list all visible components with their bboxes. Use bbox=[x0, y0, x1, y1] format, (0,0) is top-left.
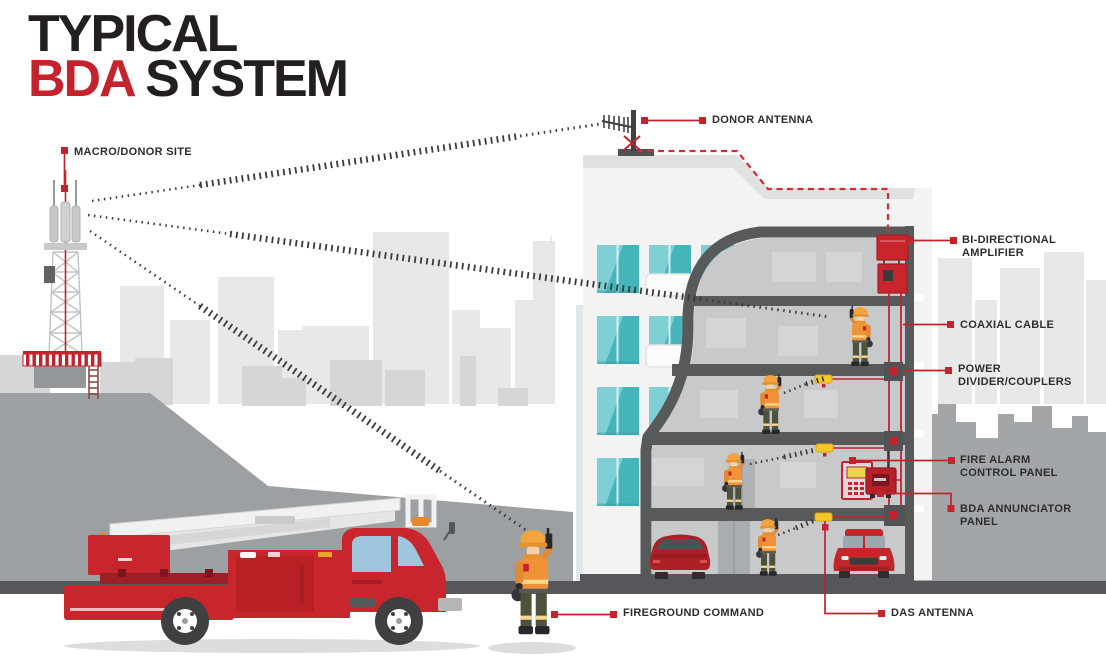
leader-donor-antenna bbox=[641, 117, 706, 124]
leader-coaxial-cable bbox=[903, 321, 954, 328]
tower-ladder bbox=[88, 366, 99, 399]
page-title: TYPICAL BDA SYSTEM bbox=[28, 5, 349, 105]
das-antennas bbox=[814, 374, 885, 522]
leader-power-divider bbox=[904, 367, 952, 374]
label-macro-donor-site: MACRO/DONOR SITE bbox=[74, 146, 192, 158]
fire-truck bbox=[64, 494, 480, 653]
label-bda-annunciator-panel: BDA ANNUNCIATOR PANEL bbox=[960, 503, 1072, 529]
bi-directional-amplifier-unit bbox=[876, 234, 909, 294]
leader-bi-directional-amplifier bbox=[907, 237, 957, 244]
truck-flatbed bbox=[64, 585, 234, 620]
tower-equipment-box bbox=[44, 266, 55, 283]
label-power-divider-couplers: POWER DIVIDER/COUPLERS bbox=[958, 363, 1072, 389]
label-fire-alarm-control-panel: FIRE ALARM CONTROL PANEL bbox=[960, 454, 1058, 480]
power-divider-couplers bbox=[884, 362, 905, 526]
commander-shadow bbox=[488, 642, 576, 654]
leader-macro-donor-site bbox=[61, 147, 68, 192]
building-right-wall bbox=[914, 190, 932, 580]
truck-wheels bbox=[161, 597, 423, 645]
bda-annunciator-panel-unit bbox=[865, 467, 897, 498]
cutaway-frame bbox=[640, 226, 912, 578]
tower-antenna-panels bbox=[44, 180, 87, 250]
rf-beam-to-fireground bbox=[89, 229, 543, 543]
label-bi-directional-amplifier: BI-DIRECTIONAL AMPLIFIER bbox=[962, 234, 1057, 260]
truck-cab bbox=[342, 517, 462, 612]
rf-beam-to-building bbox=[87, 213, 831, 319]
cutaway-right-frame bbox=[905, 226, 914, 580]
label-fireground-command: FIREGROUND COMMAND bbox=[623, 607, 765, 619]
building-base bbox=[580, 574, 914, 583]
title-word-bda: BDA bbox=[28, 49, 135, 108]
platform-rail-top bbox=[23, 351, 101, 354]
title-word-system: SYSTEM bbox=[132, 49, 349, 108]
leader-lines bbox=[61, 117, 957, 618]
title-line1: TYPICAL bbox=[28, 5, 238, 63]
title-line2: BDA SYSTEM bbox=[28, 53, 349, 105]
leader-bda-annunciator bbox=[877, 490, 955, 512]
donor-cable-dashed bbox=[637, 149, 890, 233]
label-donor-antenna: DONOR ANTENNA bbox=[712, 114, 814, 126]
leader-fireground-command bbox=[551, 611, 617, 618]
floor-slabs bbox=[642, 296, 912, 521]
platform-railing bbox=[22, 353, 102, 367]
leader-das-antenna bbox=[822, 521, 885, 617]
skyline-mid bbox=[0, 355, 528, 406]
donor-antenna-unit bbox=[601, 110, 654, 156]
leader-fire-alarm-panel bbox=[849, 457, 955, 464]
label-coaxial-cable: COAXIAL CABLE bbox=[960, 319, 1055, 331]
interior-wall-panels bbox=[652, 252, 862, 488]
macro-donor-tower bbox=[22, 170, 102, 399]
slab-end-ticks bbox=[914, 294, 924, 512]
truck-turret-box bbox=[88, 535, 170, 575]
rf-beam-to-donor-antenna bbox=[91, 122, 601, 203]
label-das-antenna: DAS ANTENNA bbox=[891, 607, 974, 619]
glass-building-sliver bbox=[576, 305, 587, 581]
skyline-near-right bbox=[912, 404, 1106, 584]
rf-beams-indoor bbox=[749, 375, 827, 537]
